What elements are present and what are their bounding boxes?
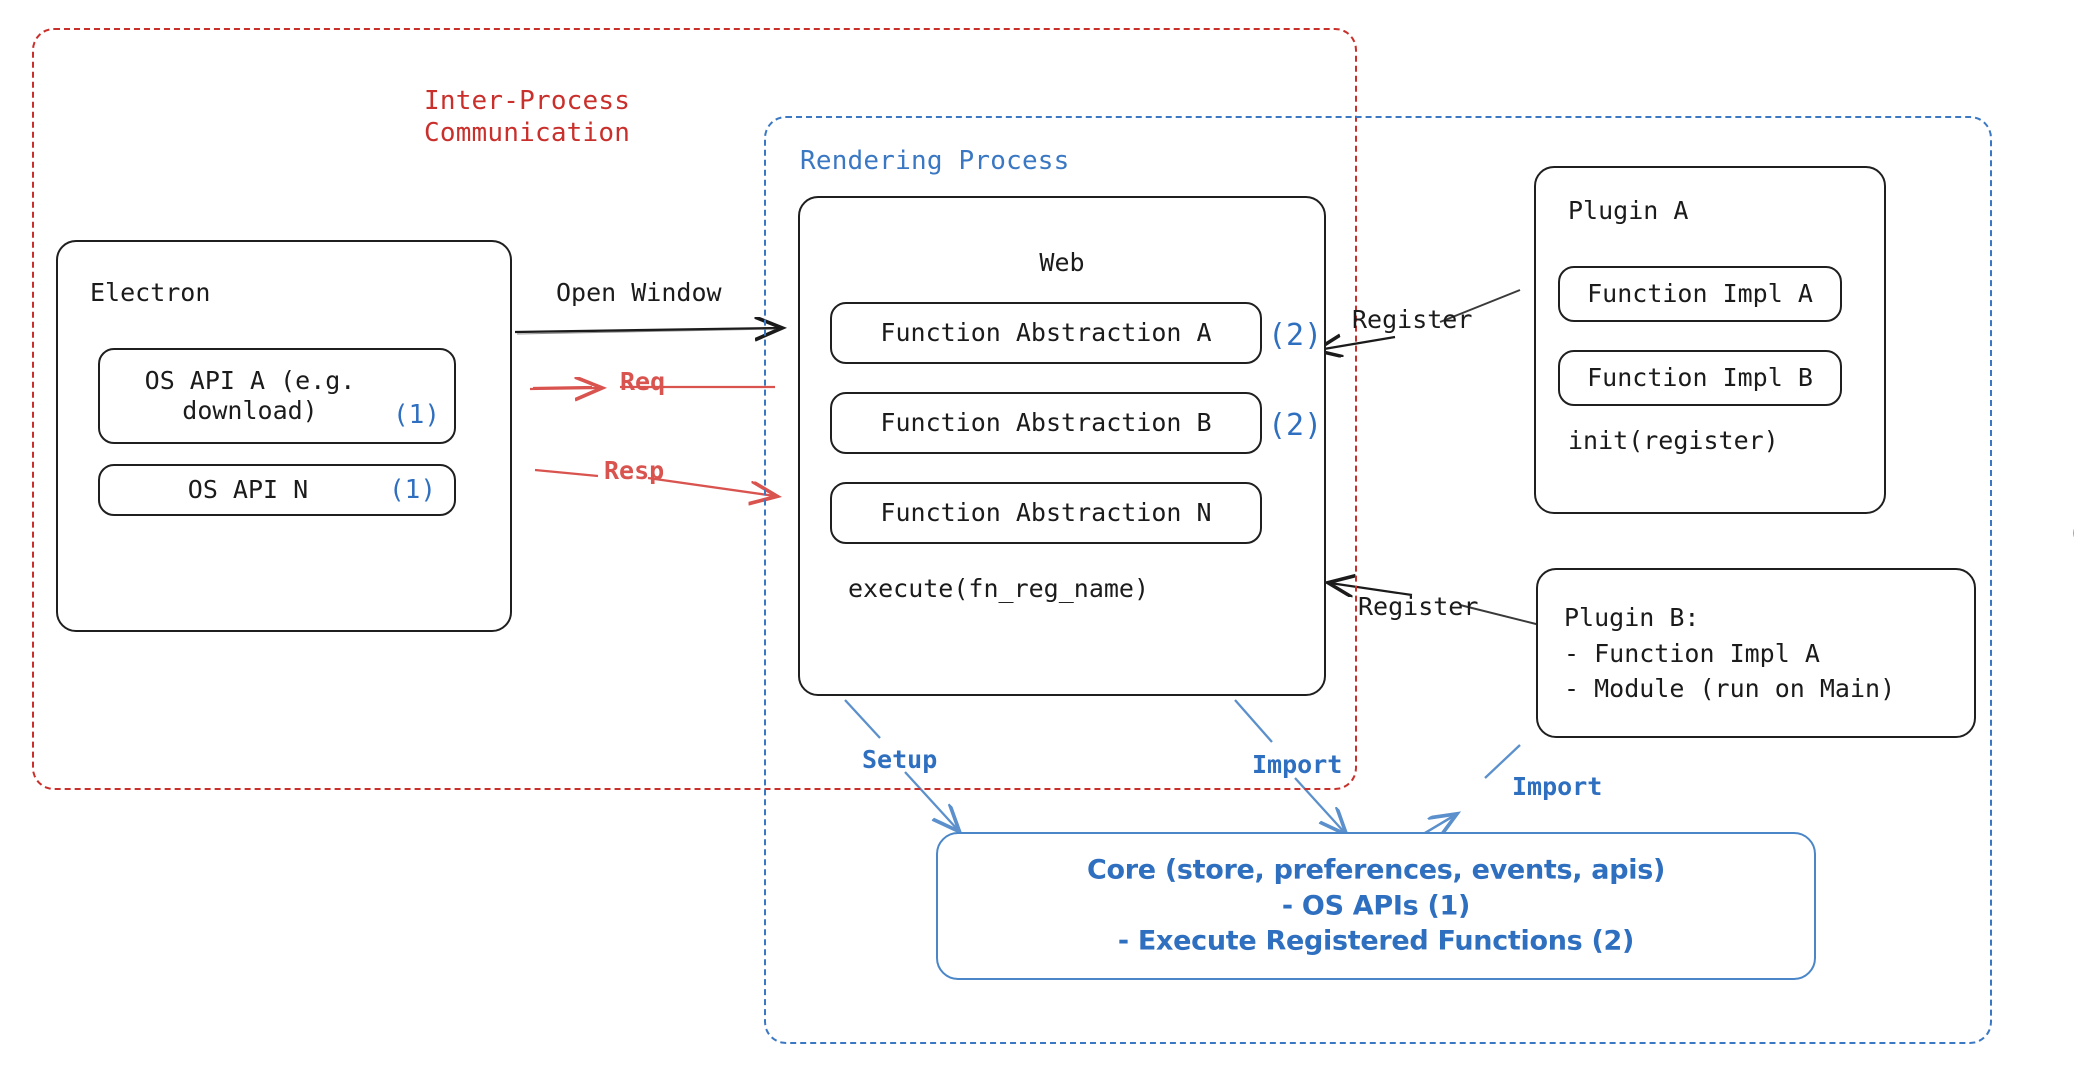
marker-function-abstraction-a: (2)	[2068, 518, 2074, 548]
node-os-api-n-label: OS API N	[187, 475, 309, 504]
edge-label-import-web: Import	[1252, 750, 1343, 779]
marker-fn-abstraction-b: (2)	[1268, 408, 1323, 443]
node-os-api-n[interactable]: OS API N (1)	[98, 464, 456, 516]
node-web-footer: execute(fn_reg_name)	[848, 574, 1150, 603]
node-function-abstraction-b[interactable]: Function Abstraction B	[830, 392, 1262, 454]
node-function-abstraction-a[interactable]: Function Abstraction A	[830, 302, 1262, 364]
node-function-impl-a-label: Function Impl A	[1587, 279, 1813, 308]
node-function-abstraction-n-label: Function Abstraction N	[880, 498, 1212, 527]
node-plugin-b-text: Plugin B: - Function Impl A - Module (ru…	[1564, 602, 1896, 703]
node-os-api-a[interactable]: OS API A (e.g. download) (1)	[98, 348, 456, 444]
group-rendering-process-label: Rendering Process	[800, 146, 1070, 176]
node-core[interactable]: Core (store, preferences, events, apis) …	[936, 832, 1816, 980]
group-inter-process-communication	[32, 28, 1357, 790]
group-ipc-label: Inter-Process Communication	[424, 86, 631, 148]
edge-label-req: Req	[620, 367, 666, 396]
edge-label-register-b: Register	[1358, 592, 1479, 621]
node-plugin-a-footer: init(register)	[1568, 426, 1779, 455]
node-plugin-a-title: Plugin A	[1568, 196, 1689, 225]
node-function-impl-b[interactable]: Function Impl B	[1558, 350, 1842, 406]
node-os-api-a-marker: (1)	[393, 400, 440, 430]
marker-fn-abstraction-a: (2)	[1268, 318, 1323, 353]
node-function-abstraction-b-label: Function Abstraction B	[880, 408, 1212, 437]
group-rendering-process	[764, 116, 1992, 1044]
node-os-api-n-marker: (1)	[389, 475, 436, 505]
node-web[interactable]: Web Function Abstraction A (2) Function …	[798, 196, 2074, 696]
node-os-api-a-label: OS API A (e.g. download)	[144, 366, 356, 425]
edge-label-setup: Setup	[862, 745, 938, 774]
node-electron[interactable]: Electron OS API A (e.g. download) (1) OS…	[56, 240, 512, 632]
node-electron-title: Electron	[90, 278, 211, 307]
node-core-text: Core (store, preferences, events, apis) …	[1086, 854, 1666, 957]
node-function-abstraction-n[interactable]: Function Abstraction N	[830, 482, 1262, 544]
node-function-impl-a[interactable]: Function Impl A	[1558, 266, 1842, 322]
edge-label-open-window: Open Window	[556, 278, 722, 307]
node-plugin-a[interactable]: Plugin A Function Impl A Function Impl B…	[1534, 166, 1886, 514]
node-function-impl-b-label: Function Impl B	[1587, 363, 1813, 392]
edge-label-resp: Resp	[604, 456, 665, 485]
node-function-abstraction-a-label: Function Abstraction A	[880, 318, 1212, 347]
node-plugin-b[interactable]: Plugin B: - Function Impl A - Module (ru…	[1536, 568, 1976, 738]
edge-label-register-a: Register	[1352, 305, 1473, 334]
edge-label-import-plugin-b: Import	[1512, 772, 1603, 801]
node-web-title: Web	[1039, 248, 1085, 277]
